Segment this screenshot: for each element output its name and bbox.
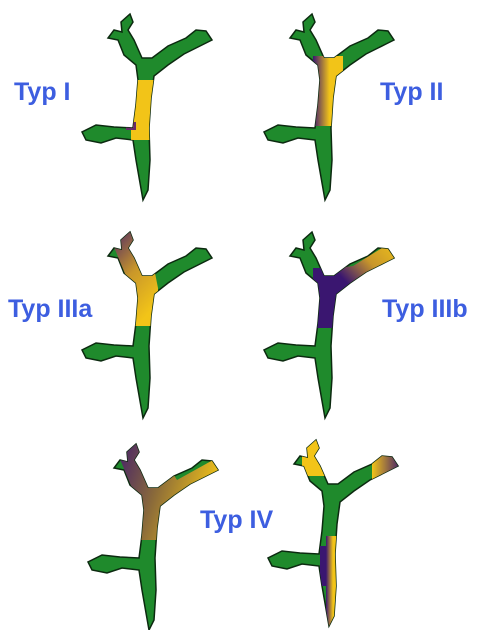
diagram-typ-iiib xyxy=(258,228,408,418)
label-typ-i: Typ I xyxy=(14,80,70,105)
diagram-typ-iiia xyxy=(76,228,226,418)
tumor-region xyxy=(313,238,398,328)
tumor-region xyxy=(112,440,222,540)
diagram-typ-iv-left xyxy=(82,440,232,630)
diagram-typ-iv-right xyxy=(262,436,412,626)
tumor-region xyxy=(302,436,402,626)
diagram-typ-i xyxy=(76,10,226,200)
diagram-typ-ii xyxy=(258,10,408,200)
